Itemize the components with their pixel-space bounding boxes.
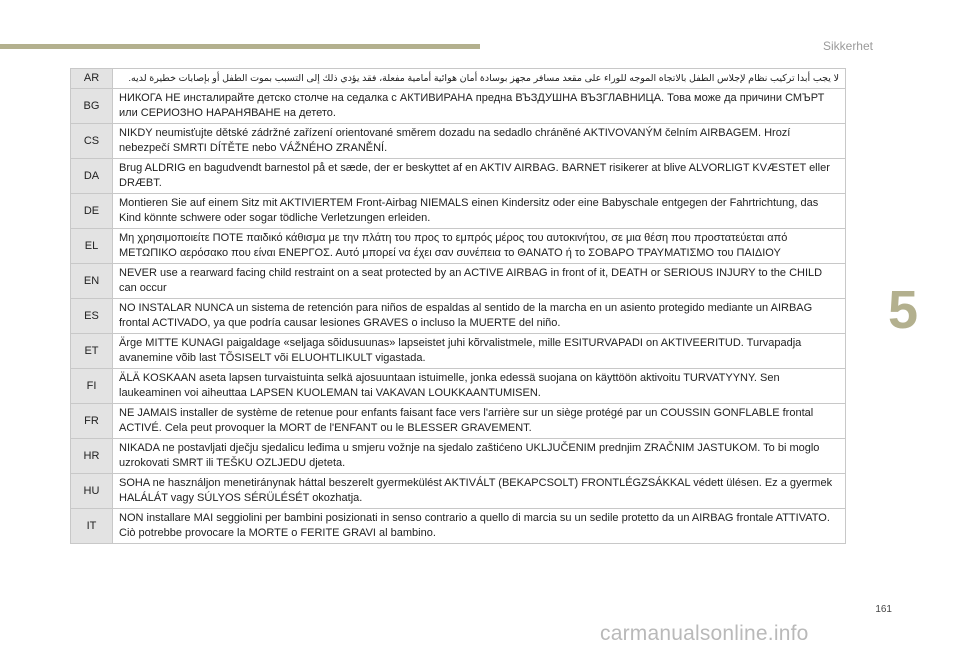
language-code-cell: ET — [70, 333, 113, 369]
warning-text-cell: Brug ALDRIG en bagudvendt barnestol på e… — [112, 158, 846, 194]
language-code-cell: HR — [70, 438, 113, 474]
warning-text-cell: NIKDY neumisťujte dětské zádržné zařízen… — [112, 123, 846, 159]
warning-text-cell: НИКОГА НЕ инсталирайте детско столче на … — [112, 88, 846, 124]
language-code-cell: EN — [70, 263, 113, 299]
warning-text-cell: Μη χρησιμοποιείτε ΠΟΤΕ παιδικό κάθισμα μ… — [112, 228, 846, 264]
language-code-cell: HU — [70, 473, 113, 509]
language-code-cell: AR — [70, 68, 113, 89]
language-code-cell: ES — [70, 298, 113, 334]
language-code-cell: IT — [70, 508, 113, 544]
language-code-cell: EL — [70, 228, 113, 264]
language-code-cell: FI — [70, 368, 113, 404]
warning-text-cell: NO INSTALAR NUNCA un sistema de retenció… — [112, 298, 846, 334]
language-code-cell: FR — [70, 403, 113, 439]
warning-text-cell: SOHA ne használjon menetiránynak háttal … — [112, 473, 846, 509]
page-number: 161 — [875, 604, 892, 615]
warning-text-cell: لا يجب أبدا تركيب نظام لإجلاس الطفل بالا… — [112, 68, 846, 89]
warning-text-cell: NEVER use a rearward facing child restra… — [112, 263, 846, 299]
warning-text-cell: ÄLÄ KOSKAAN aseta lapsen turvaistuinta s… — [112, 368, 846, 404]
language-code-cell: CS — [70, 123, 113, 159]
language-code-cell: DE — [70, 193, 113, 229]
watermark-text: carmanualsonline.info — [600, 622, 809, 645]
chapter-number: 5 — [888, 280, 919, 340]
header-accent-bar — [0, 44, 480, 49]
language-code-cell: BG — [70, 88, 113, 124]
language-code-cell: DA — [70, 158, 113, 194]
warning-text-cell: NE JAMAIS installer de système de retenu… — [112, 403, 846, 439]
warning-text-cell: NIKADA ne postavljati dječju sjedalicu l… — [112, 438, 846, 474]
section-title: Sikkerhet — [822, 39, 873, 53]
warning-text-cell: Montieren Sie auf einem Sitz mit AKTIVIE… — [112, 193, 846, 229]
warning-text-cell: Ärge MITTE KUNAGI paigaldage «seljaga sõ… — [112, 333, 846, 369]
warning-text-cell: NON installare MAI seggiolini per bambin… — [112, 508, 846, 544]
